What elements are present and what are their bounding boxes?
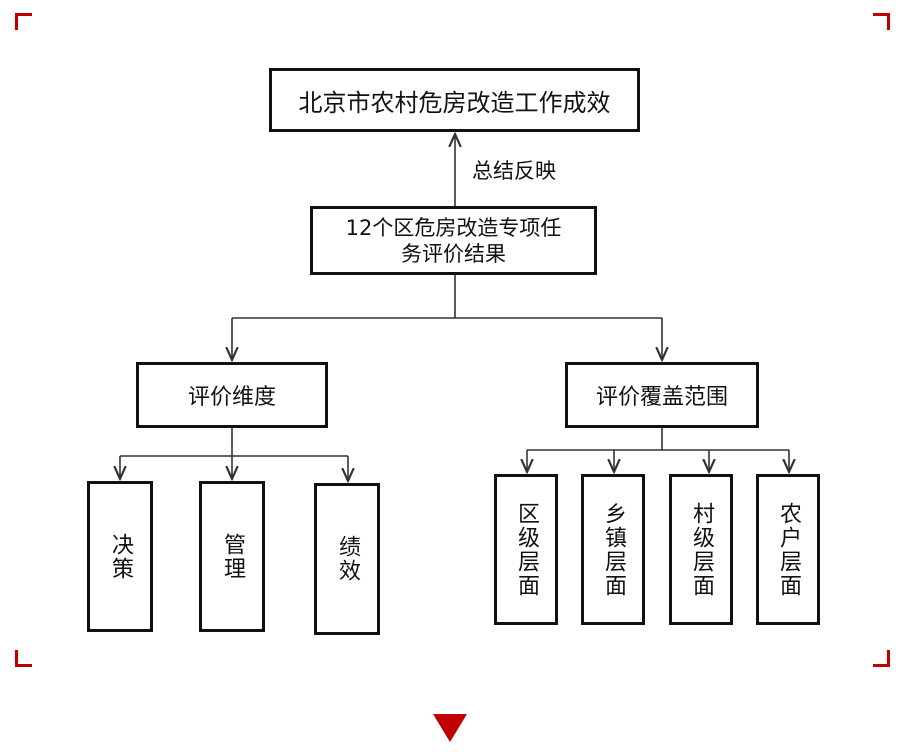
dimension-child-label: 决策	[108, 532, 133, 581]
coverage-child-district: 区级层面	[494, 474, 558, 625]
dimension-child-label: 管理	[220, 532, 245, 581]
dimension-child-decision: 决策	[87, 481, 153, 632]
coverage-child-label: 乡镇层面	[601, 501, 626, 598]
result-node: 12个区危房改造专项任 务评价结果	[310, 206, 597, 275]
coverage-child-village: 村级层面	[669, 474, 733, 625]
dimension-node: 评价维度	[136, 362, 328, 428]
dimension-child-management: 管理	[199, 481, 265, 632]
root-node: 北京市农村危房改造工作成效	[269, 68, 640, 132]
coverage-node: 评价覆盖范围	[565, 362, 759, 428]
dimension-child-label: 绩效	[335, 535, 360, 583]
coverage-child-household: 农户层面	[756, 474, 820, 625]
coverage-child-label: 村级层面	[689, 501, 714, 598]
edge-label-summary: 总结反映	[472, 159, 556, 183]
result-node-line1: 12个区危房改造专项任	[345, 215, 562, 240]
coverage-node-label: 评价覆盖范围	[595, 385, 728, 410]
frame-corner-bottom-left	[15, 650, 32, 667]
root-node-label: 北京市农村危房改造工作成效	[298, 88, 611, 117]
dimension-node-label: 评价维度	[187, 385, 276, 410]
coverage-child-label: 区级层面	[514, 501, 539, 598]
dimension-child-performance: 绩效	[314, 483, 380, 635]
frame-corner-top-left	[15, 13, 32, 30]
coverage-child-township: 乡镇层面	[581, 474, 645, 625]
frame-corner-bottom-right	[873, 650, 890, 667]
coverage-child-label: 农户层面	[776, 501, 801, 598]
down-triangle-icon	[433, 714, 467, 742]
result-node-line2: 务评价结果	[400, 241, 506, 266]
frame-corner-top-right	[873, 13, 890, 30]
